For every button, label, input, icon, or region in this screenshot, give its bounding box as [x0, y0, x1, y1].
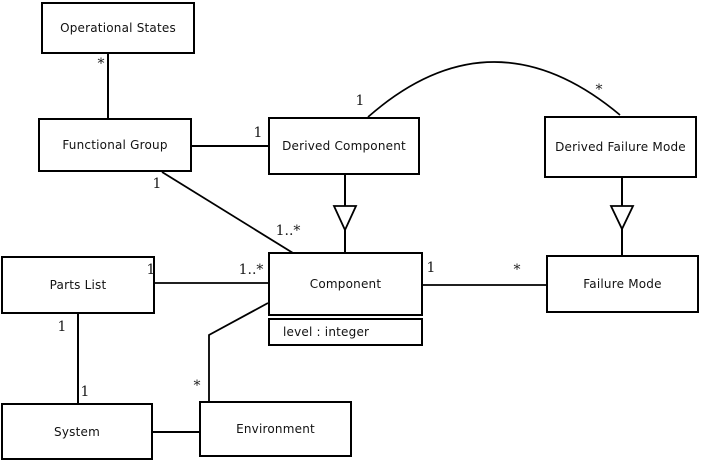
class-name: Parts List — [49, 278, 107, 292]
class-name: Operational States — [60, 21, 176, 35]
class-name: Derived Failure Mode — [555, 140, 686, 154]
class-environment[interactable]: Environment — [199, 401, 352, 457]
class-name: Environment — [236, 422, 315, 436]
class-name: Failure Mode — [583, 277, 662, 291]
class-operational-states[interactable]: Operational States — [41, 2, 195, 54]
multiplicity-pl-sys-top: 1 — [57, 319, 67, 335]
multiplicity-fg-comp-1: 1 — [152, 176, 162, 192]
multiplicity-os-fg: * — [97, 56, 105, 72]
class-component[interactable]: Component — [268, 252, 423, 316]
attribute-label: level : integer — [283, 325, 370, 339]
association-line-comp-env — [208, 302, 269, 401]
class-name: Functional Group — [62, 138, 168, 152]
class-derived-component[interactable]: Derived Component — [268, 117, 420, 175]
class-name: Component — [309, 277, 382, 291]
class-functional-group[interactable]: Functional Group — [38, 118, 192, 172]
generalization-triangle-icon — [609, 205, 635, 232]
multiplicity-pl-comp-many: 1..* — [238, 262, 264, 278]
class-component-attributes[interactable]: level : integer — [268, 318, 423, 346]
association-arc-dc-dfm — [367, 61, 621, 118]
multiplicity-comp-fm-1: 1 — [426, 260, 436, 276]
generalization-triangle-icon — [332, 205, 358, 233]
multiplicity-pl-comp-1: 1 — [146, 262, 156, 278]
association-line-fg-comp — [161, 171, 294, 254]
multiplicity-comp-env: * — [193, 378, 201, 394]
multiplicity-pl-sys-bottom: 1 — [80, 384, 90, 400]
class-parts-list[interactable]: Parts List — [1, 256, 155, 314]
multiplicity-fg-dc: 1 — [253, 125, 263, 141]
multiplicity-arc-dc: 1 — [355, 93, 365, 109]
class-failure-mode[interactable]: Failure Mode — [546, 255, 699, 313]
multiplicity-arc-dfm: * — [595, 82, 603, 98]
class-name: System — [54, 424, 100, 439]
class-name: Derived Component — [282, 139, 406, 153]
multiplicity-comp-fm-star: * — [513, 262, 521, 278]
class-derived-failure-mode[interactable]: Derived Failure Mode — [544, 116, 697, 178]
multiplicity-fg-comp-many: 1..* — [275, 223, 301, 239]
class-system[interactable]: System — [1, 403, 153, 460]
